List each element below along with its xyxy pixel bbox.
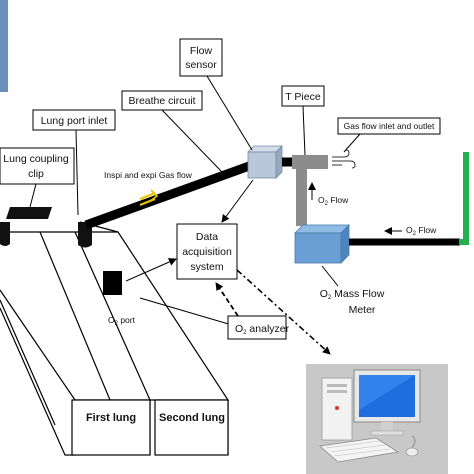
t-piece <box>292 155 328 226</box>
mass-flow-leader <box>321 265 339 287</box>
daq-label-line3: system <box>190 261 224 273</box>
breathe-circuit-label: Breathe circuit <box>128 95 195 107</box>
mass-flow-label-line1: O2 Mass Flow <box>320 288 385 301</box>
computer-icon <box>306 364 448 474</box>
first-lung-box <box>71 399 151 456</box>
t-piece-label: T Piece <box>285 91 321 103</box>
flow-sensor-label-line1: Flow <box>190 45 213 57</box>
breathe-circuit-leader <box>161 109 223 173</box>
flow-sensor-label-box <box>179 38 223 77</box>
lung-port-inlet-label: Lung port inlet <box>41 115 108 127</box>
gas-flow-io-label: Gas flow inlet and outlet <box>344 121 435 131</box>
lung-coupling-label-box <box>0 147 75 185</box>
gas-flow-io-label-box <box>337 117 441 135</box>
first-lung-label: First lung <box>86 412 136 424</box>
o2-analyzer-box <box>227 315 287 340</box>
flow-sensor <box>247 145 283 179</box>
daq-to-computer-arrow <box>236 269 331 355</box>
inspi-expi-label: Inspi and expi Gas flow <box>104 170 193 180</box>
second-lung-label: Second lung <box>159 412 225 424</box>
o2-port-label: O2 port <box>108 315 136 327</box>
daq-label-line2: acquisition <box>182 246 232 258</box>
mass-flow-label-line2: Meter <box>349 304 376 316</box>
second-lung-box <box>154 399 229 456</box>
daq-label-line1: Data <box>196 231 218 243</box>
o2-flow-vertical-label: O2 Flow <box>318 195 349 207</box>
lung-coupling-leader <box>29 183 37 208</box>
flow-sensor-leader <box>206 75 253 151</box>
o2-port <box>103 271 122 295</box>
analyzer-to-daq-arrow <box>215 282 239 317</box>
lung-port-inlet-leader <box>75 129 79 216</box>
breathe-circuit-tube <box>84 160 254 230</box>
lung-port-left <box>0 222 10 246</box>
t-piece-leader <box>302 105 306 156</box>
lung-port-inlet-label-box <box>32 109 116 131</box>
port-to-daq-arrow <box>125 258 177 282</box>
edge-bar <box>0 0 8 92</box>
inspi-expi-arrow <box>139 189 159 207</box>
sensor-to-daq-arrow <box>221 179 254 223</box>
o2-mass-flow-meter <box>294 224 350 264</box>
o2-analyzer-label: O2 analyzer <box>235 323 290 336</box>
lung-coupling-label-line2: clip <box>28 168 44 180</box>
daq-box <box>176 223 238 280</box>
port-to-analyzer-line <box>139 297 233 326</box>
lung-coupling-label-line1: Lung coupling <box>3 153 69 165</box>
wind-icon <box>332 149 356 169</box>
gas-flow-io-leader <box>343 133 361 153</box>
o2-flow-horizontal-label: O2 Flow <box>406 225 437 237</box>
green-supply-pipe <box>459 152 469 245</box>
flow-sensor-label-line2: sensor <box>185 59 217 71</box>
lung-coupling-clip <box>6 207 52 219</box>
